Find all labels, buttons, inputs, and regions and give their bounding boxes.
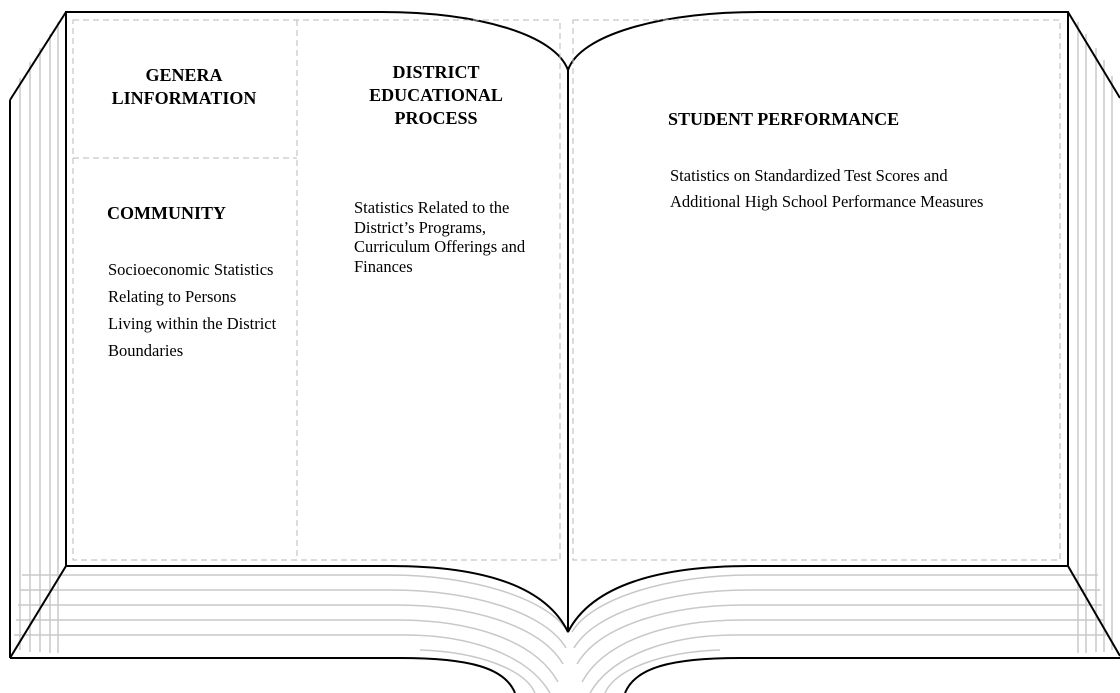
district-educational-process-title: DISTRICT EDUCATIONAL PROCESS [369, 62, 503, 128]
general-information-title: GENERA LINFORMATION [111, 65, 257, 108]
left-cover-outline [9, 11, 516, 693]
community-description: Socioeconomic Statistics Relating to Per… [108, 260, 277, 360]
panel-dividers [72, 19, 1061, 561]
left-page-stack [14, 574, 569, 693]
community-title: COMMUNITY [107, 203, 226, 223]
right-page-stack [571, 574, 1106, 693]
left-cover-edge [19, 22, 59, 653]
right-cover-edge [1077, 22, 1113, 653]
student-performance-description: Statistics on Standardized Test Scores a… [670, 166, 984, 211]
district-educational-process-description: Statistics Related to the District’s Pro… [354, 198, 526, 276]
right-cover-outline [624, 11, 1120, 693]
right-page-outline [567, 11, 1069, 633]
student-performance-title: STUDENT PERFORMANCE [668, 109, 900, 129]
